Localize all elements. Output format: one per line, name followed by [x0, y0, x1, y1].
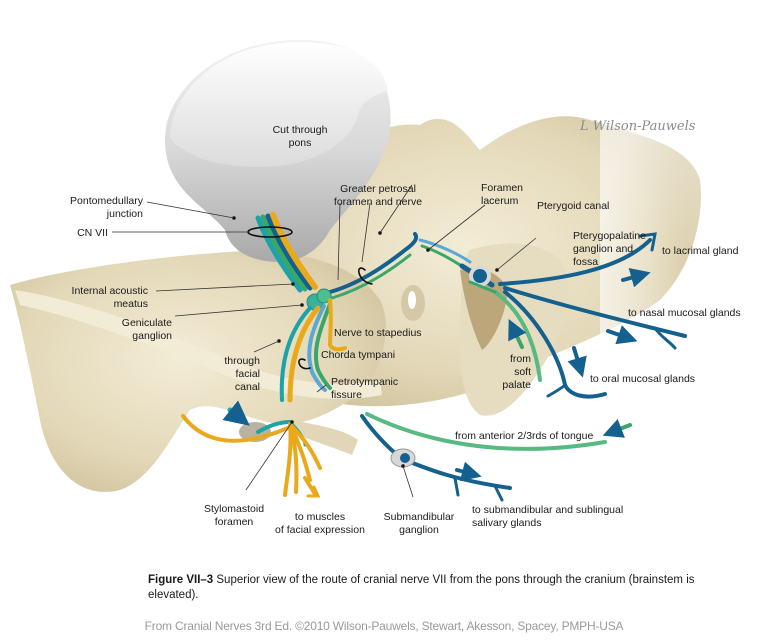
cranial-nerve-vii-illustration: L Wilson-Pauwels Cut through pons Pontom…: [10, 40, 768, 536]
label-pterygopalatine-2: ganglion and: [573, 243, 633, 255]
label-cn-vii: CN VII: [77, 227, 108, 239]
label-salivary-1: to submandibular and sublingual: [472, 504, 623, 516]
label-soft-palate-3: palate: [502, 379, 531, 391]
label-petrotympanic-2: fissure: [331, 389, 362, 401]
artist-signature: L Wilson-Pauwels: [579, 119, 696, 134]
label-soft-palate-2: soft: [514, 366, 531, 378]
label-facial-canal-1: through: [224, 355, 260, 367]
figure-id: Figure VII–3: [148, 574, 214, 586]
temporal-bone: [10, 250, 386, 492]
label-stapedius: Nerve to stapedius: [334, 327, 422, 339]
nasal-branch: [503, 286, 687, 338]
posterior-auricular-branch: [181, 414, 290, 443]
pterygopalatine-branches: [459, 232, 687, 399]
foramen-spinosum: [408, 291, 416, 309]
label-chorda-tympani: Chorda tympani: [321, 349, 395, 361]
extracranial-branches: [181, 400, 632, 502]
label-tongue: from anterior 2/3rds of tongue: [455, 430, 593, 442]
source-credit: From Cranial Nerves 3rd Ed. ©2010 Wilson…: [144, 619, 624, 633]
tongue-taste-nerve: [365, 412, 607, 451]
label-stylomastoid-1: Stylomastoid: [204, 503, 264, 515]
styloid-process: [290, 420, 358, 455]
label-pterygoid-canal: Pterygoid canal: [537, 200, 609, 212]
greater-petrosal-nerve: [328, 232, 472, 300]
label-pontomedullary-1: Pontomedullary: [70, 195, 144, 207]
geniculate-region: [306, 288, 332, 311]
label-greater-petrosal-2: foramen and nerve: [334, 196, 422, 208]
label-pontomedullary-2: junction: [106, 208, 143, 220]
nerve-to-stapedius: [327, 298, 347, 352]
label-soft-palate-1: from: [510, 353, 531, 365]
label-nasal: to nasal mucosal glands: [628, 307, 741, 319]
label-cut-pons-2: pons: [289, 137, 312, 149]
label-facial-canal-2: facial: [235, 368, 260, 380]
label-facial-canal-3: canal: [235, 381, 260, 393]
label-lacrimal: to lacrimal gland: [662, 245, 739, 257]
label-submandibular-1: Submandibular: [384, 511, 455, 523]
pons: [165, 40, 391, 262]
cn-vii-trunk: [247, 212, 318, 293]
label-pterygopalatine-1: Pterygopalatine: [573, 230, 646, 242]
chorda-to-lingual: [360, 414, 512, 490]
lacrimal-branch: [498, 238, 652, 286]
label-facial-muscles-1: to muscles: [295, 511, 345, 523]
label-stylomastoid-2: foramen: [215, 516, 254, 528]
label-geniculate-2: ganglion: [132, 330, 172, 342]
petrous-ridge: [15, 290, 382, 399]
label-submandibular-2: ganglion: [399, 524, 439, 536]
label-salivary-2: salivary glands: [472, 517, 541, 529]
leader-lines: [112, 184, 537, 498]
label-facial-muscles-2: of facial expression: [275, 524, 365, 536]
caption-text: Superior view of the route of cranial ne…: [148, 574, 695, 601]
label-internal-acoustic-1: Internal acoustic: [72, 285, 148, 297]
skull-base: [10, 100, 768, 492]
label-internal-acoustic-2: meatus: [114, 298, 148, 310]
label-petrotympanic-1: Petrotympanic: [331, 376, 398, 388]
label-oral: to oral mucosal glands: [590, 373, 695, 385]
figure-caption: Figure VII–3 Superior view of the route …: [148, 573, 748, 603]
label-geniculate-1: Geniculate: [122, 317, 172, 329]
label-greater-petrosal-1: Greater petrosal: [340, 183, 416, 195]
labels: Cut through pons Pontomedullary junction…: [70, 124, 741, 536]
oral-branch: [503, 290, 607, 399]
label-foramen-lacerum-2: lacerum: [481, 195, 519, 207]
label-cut-pons-1: Cut through: [273, 124, 328, 136]
pons-cut-surface: [170, 42, 388, 167]
label-pterygopalatine-3: fossa: [573, 256, 598, 268]
pterygopalatine-fossa: [460, 268, 508, 350]
label-foramen-lacerum-1: Foramen: [481, 182, 523, 194]
facial-canal-nerves: [279, 298, 347, 403]
